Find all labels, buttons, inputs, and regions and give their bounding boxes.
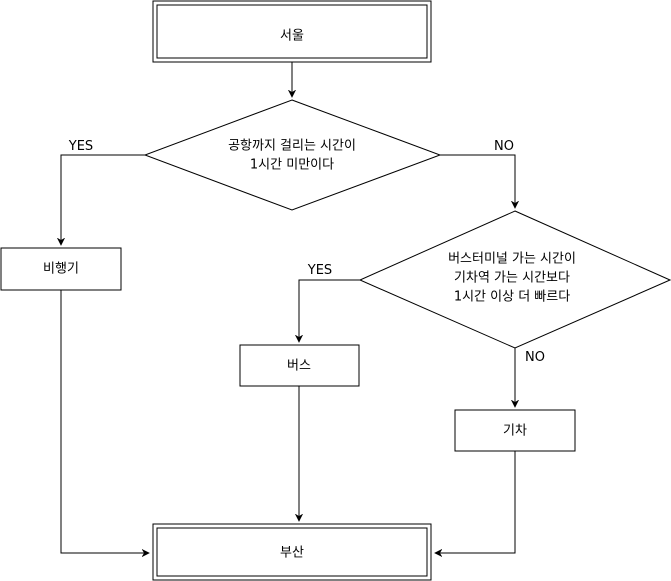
node-airplane-label: 비행기 <box>43 261 79 277</box>
node-start: 서울 <box>152 0 432 63</box>
edge-labels: YES NO YES NO <box>68 139 545 365</box>
node-decision-airport: 공항까지 걸리는 시간이 1시간 미만이다 <box>143 99 442 211</box>
bus-no-label: NO <box>525 350 545 365</box>
node-decision-bus: 버스터미널 가는 시간이 기차역 가는 시간보다 1시간 이상 더 빠르다 <box>358 210 671 349</box>
bus-yes-label: YES <box>307 263 332 278</box>
node-bus: 버스 <box>239 344 360 387</box>
node-end-label: 부산 <box>280 546 304 561</box>
edge-airport-yes-to-airplane <box>61 154 145 245</box>
node-bus-label: 버스 <box>287 359 311 374</box>
node-train-label: 기차 <box>503 424 527 439</box>
node-airplane: 비행기 <box>0 247 122 291</box>
node-decision-airport-line-1: 공항까지 걸리는 시간이 <box>228 139 356 154</box>
node-decision-bus-line-3: 1시간 이상 더 빠르다 <box>454 290 570 305</box>
node-decision-bus-line-2: 기차역 가는 시간보다 <box>454 271 570 286</box>
edge-airplane-to-busan <box>60 290 149 553</box>
edge-airport-no-to-bus-decision <box>440 154 515 208</box>
node-train: 기차 <box>454 409 576 452</box>
edge-train-to-busan <box>435 451 516 553</box>
edges <box>61 62 515 553</box>
edge-bus-yes-to-bus <box>299 279 360 342</box>
airport-no-label: NO <box>494 139 514 154</box>
airport-yes-label: YES <box>68 139 93 154</box>
node-decision-bus-line-1: 버스터미널 가는 시간이 <box>448 252 576 267</box>
node-decision-airport-line-2: 1시간 미만이다 <box>250 158 334 173</box>
node-start-label: 서울 <box>280 29 304 44</box>
node-end: 부산 <box>152 523 432 581</box>
